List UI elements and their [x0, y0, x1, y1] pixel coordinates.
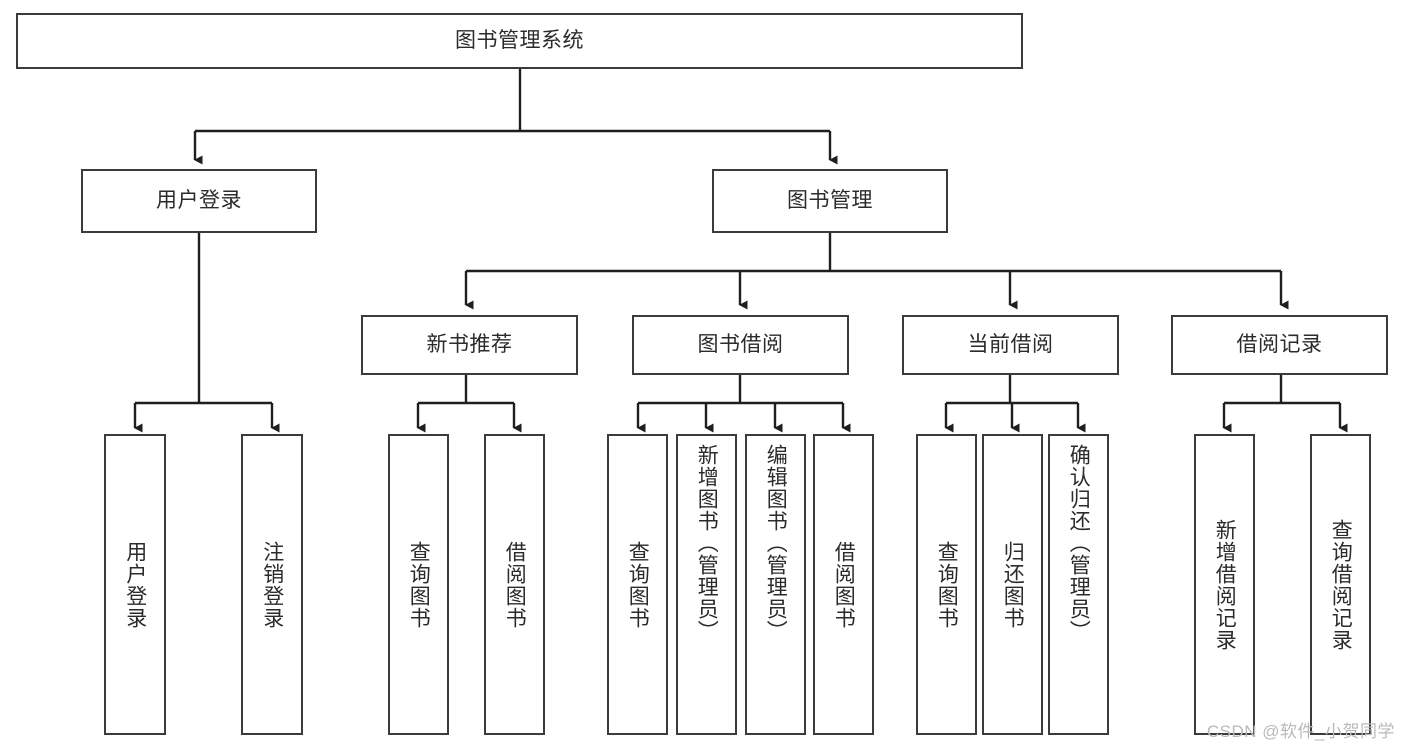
- node-root-label: 图书管理系统: [455, 28, 584, 52]
- node-leaf-query-borrow-record-label: 查询借阅记录: [1329, 518, 1353, 651]
- node-leaf-borrow-book-b-label: 借阅图书: [832, 540, 856, 629]
- node-book-manage-label: 图书管理: [787, 188, 873, 212]
- node-leaf-user-login-label: 用户登录: [123, 540, 147, 629]
- node-leaf-user-login[interactable]: 用户登录: [104, 434, 166, 735]
- node-leaf-confirm-return-admin-label: 确认归还（管理员）: [1067, 444, 1091, 642]
- node-new-book-recommend-label: 新书推荐: [426, 332, 513, 356]
- node-borrow-record-label: 借阅记录: [1236, 332, 1323, 356]
- node-leaf-edit-book-admin-label: 编辑图书（管理员）: [764, 444, 788, 642]
- node-leaf-edit-book-admin[interactable]: 编辑图书（管理员）: [745, 434, 806, 735]
- node-leaf-add-book-admin[interactable]: 新增图书（管理员）: [676, 434, 737, 735]
- node-leaf-query-book-c-label: 查询图书: [935, 540, 959, 629]
- node-leaf-query-book-c[interactable]: 查询图书: [916, 434, 977, 735]
- node-leaf-borrow-book-a[interactable]: 借阅图书: [484, 434, 545, 735]
- node-leaf-add-borrow-record[interactable]: 新增借阅记录: [1194, 434, 1255, 735]
- node-current-borrow-label: 当前借阅: [967, 332, 1054, 356]
- node-leaf-return-book-label: 归还图书: [1001, 540, 1025, 629]
- csdn-watermark: CSDN @软件_小贺同学: [1206, 722, 1395, 741]
- node-current-borrow[interactable]: 当前借阅: [902, 315, 1119, 375]
- node-leaf-borrow-book-b[interactable]: 借阅图书: [813, 434, 874, 735]
- node-user-login-label: 用户登录: [156, 188, 242, 212]
- node-root[interactable]: 图书管理系统: [16, 13, 1023, 69]
- node-leaf-query-book-b-label: 查询图书: [626, 540, 650, 629]
- node-borrow-record[interactable]: 借阅记录: [1171, 315, 1388, 375]
- node-leaf-logout-label: 注销登录: [260, 540, 284, 629]
- node-leaf-add-borrow-record-label: 新增借阅记录: [1213, 518, 1237, 651]
- node-book-borrow[interactable]: 图书借阅: [632, 315, 849, 375]
- node-leaf-query-book-b[interactable]: 查询图书: [607, 434, 668, 735]
- node-book-borrow-label: 图书借阅: [697, 332, 784, 356]
- node-leaf-confirm-return-admin[interactable]: 确认归还（管理员）: [1048, 434, 1109, 735]
- node-leaf-query-borrow-record[interactable]: 查询借阅记录: [1310, 434, 1371, 735]
- node-leaf-query-book-a[interactable]: 查询图书: [388, 434, 449, 735]
- node-book-manage[interactable]: 图书管理: [712, 169, 948, 233]
- node-leaf-query-book-a-label: 查询图书: [407, 540, 431, 629]
- node-leaf-logout[interactable]: 注销登录: [241, 434, 303, 735]
- node-user-login[interactable]: 用户登录: [81, 169, 317, 233]
- node-leaf-borrow-book-a-label: 借阅图书: [503, 540, 527, 629]
- node-new-book-recommend[interactable]: 新书推荐: [361, 315, 578, 375]
- node-leaf-add-book-admin-label: 新增图书（管理员）: [695, 444, 719, 642]
- node-leaf-return-book[interactable]: 归还图书: [982, 434, 1043, 735]
